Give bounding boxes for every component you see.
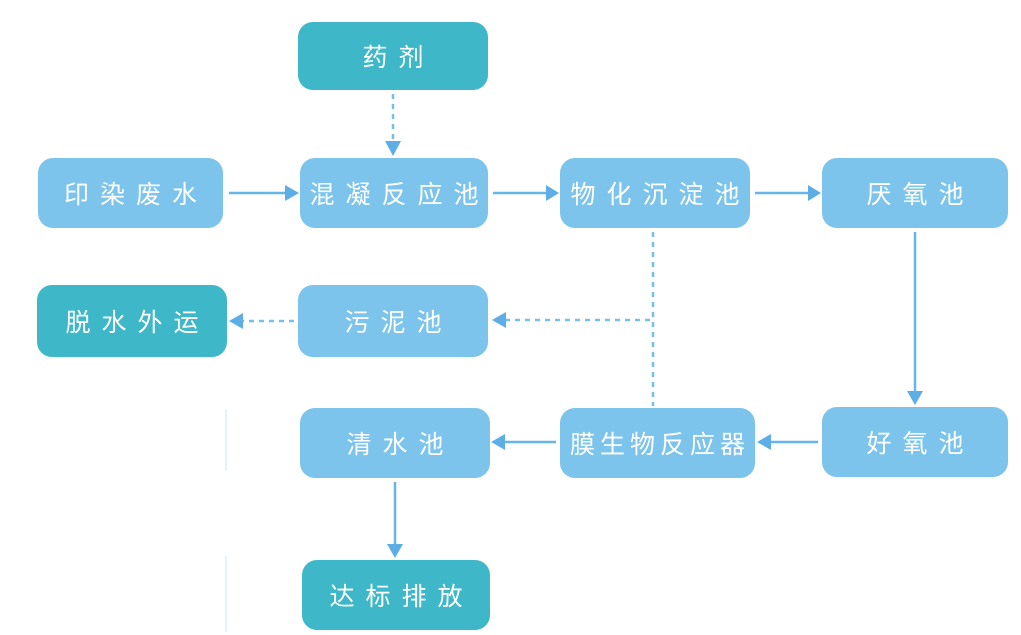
node-label: 物化沉淀池 [570,181,751,209]
node-label: 厌氧池 [866,181,975,209]
node-sludge-tank: 污泥池 [298,285,488,357]
edge-hunning-to-wuhua [493,185,559,201]
node-anaerobic-tank: 厌氧池 [822,158,1008,228]
node-label: 好氧池 [866,430,975,458]
node-label: 清水池 [346,431,455,459]
node-physicochemical-sedimentation-tank: 物化沉淀池 [560,158,750,228]
node-membrane-bioreactor: 膜生物反应器 [560,408,755,478]
node-clear-water-tank: 清水池 [300,408,490,478]
faint-guide-line [225,409,227,471]
node-label: 药剂 [362,44,435,72]
node-label: 混凝反应池 [309,181,490,209]
node-label: 膜生物反应器 [569,431,750,459]
edge-mbr-to-qingshui [491,434,556,450]
node-aerobic-tank: 好氧池 [822,407,1008,477]
edge-wuhua-to-yanyang [755,185,821,201]
edge-trunk-to-wuni [492,312,650,328]
node-label: 污泥池 [344,309,453,337]
node-chemical-agent: 药剂 [298,22,488,90]
edge-yaoji-to-hunning [385,94,401,156]
node-label: 脱水外运 [65,309,210,337]
node-dewatering-transport: 脱水外运 [37,285,227,357]
node-dyeing-wastewater: 印染废水 [38,158,223,228]
node-label: 达标排放 [329,583,474,611]
edge-haoyang-to-mbr [757,434,818,450]
edge-wuni-to-tuoshui [229,313,294,329]
faint-guide-line [225,556,227,632]
edge-qingshui-to-dabiao [387,482,403,558]
node-coagulation-reaction-tank: 混凝反应池 [300,158,488,228]
node-label: 印染废水 [63,181,208,209]
edge-yinran-to-hunning [229,185,299,201]
node-compliant-discharge: 达标排放 [302,560,490,630]
edge-yanyang-to-haoyang [907,232,923,405]
